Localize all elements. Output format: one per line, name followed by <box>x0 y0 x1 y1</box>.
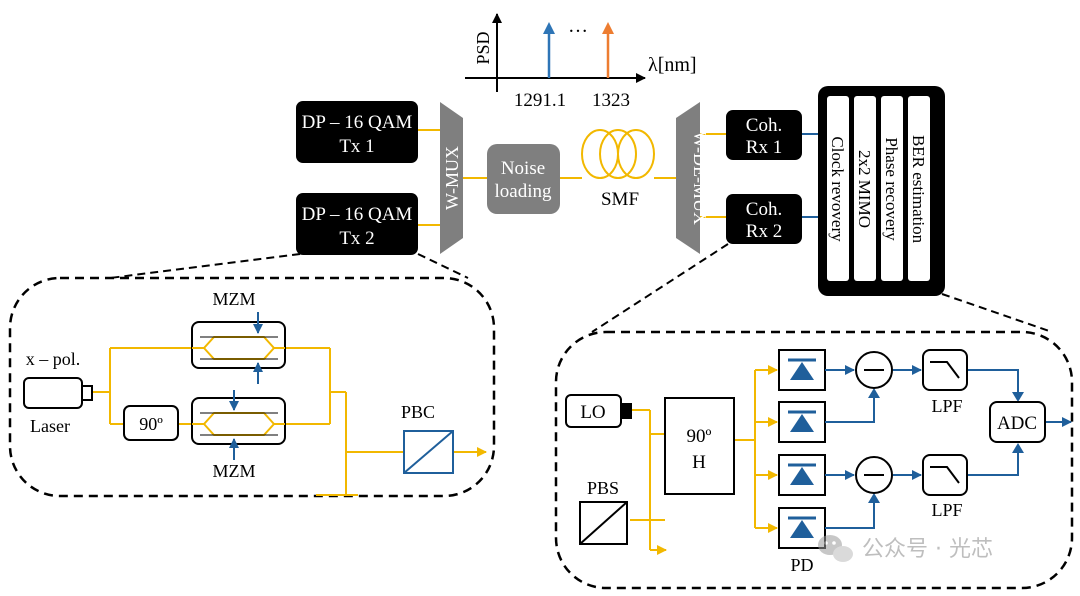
mzm-bottom-label: MZM <box>212 461 255 481</box>
tx2-line2: Tx 2 <box>339 228 374 249</box>
pbc-icon <box>403 430 454 474</box>
laser-label: Laser <box>30 416 70 436</box>
lpf-bottom <box>922 454 968 496</box>
smf-label: SMF <box>601 189 639 210</box>
rx1-line2: Rx 1 <box>746 137 782 158</box>
lo-icon <box>565 394 632 428</box>
dsp-column-mimo <box>854 96 876 281</box>
pol-label: x – pol. <box>26 349 81 369</box>
watermark: 公众号 · 光芯 <box>818 535 993 562</box>
lpf-top-label: LPF <box>931 396 962 416</box>
watermark-text: 公众号 · 光芯 <box>862 537 993 562</box>
wdemux-label: W-DE-MUX <box>690 131 710 225</box>
dsp-column-phase <box>881 96 903 281</box>
pbs-label: PBS <box>587 478 619 498</box>
adc-label: ADC <box>997 413 1037 434</box>
mzm-bottom <box>191 397 286 445</box>
photodiode-2 <box>778 401 826 443</box>
dsp-ber-label: BER estimation <box>909 135 928 244</box>
zoom-connectors <box>109 243 1053 333</box>
wmux-label: W-MUX <box>442 146 462 210</box>
tx2-block: DP – 16 QAM Tx 2 <box>296 193 418 255</box>
noise-loading-block: Noise loading <box>487 144 560 214</box>
tx-optical-paths <box>92 347 487 496</box>
dsp-mimo-label: 2x2 MIMO <box>855 150 874 228</box>
tick-label-1323: 1323 <box>592 90 630 111</box>
lo-label: LO <box>580 402 605 423</box>
tx1-line2: Tx 1 <box>339 136 374 157</box>
subtractor-bottom <box>855 456 893 494</box>
spectrum-inset: PSD λ[nm] … 1291.1 1323 <box>465 13 697 111</box>
hybrid-box <box>664 397 735 495</box>
hybrid-line2: H <box>692 452 706 473</box>
lpf-bottom-label: LPF <box>931 500 962 520</box>
dsp-column-clock <box>827 96 849 281</box>
dsp-column-ber <box>908 96 930 281</box>
dsp-block: Clock revovery 2x2 MIMO Phase recovery B… <box>818 86 945 296</box>
rx2-block: Coh. Rx 2 <box>726 194 802 244</box>
dsp-clock-label: Clock revovery <box>828 136 847 242</box>
hybrid-line1: 90º <box>687 426 712 447</box>
tick-label-1291: 1291.1 <box>514 90 566 111</box>
phase-shifter-box <box>123 405 179 441</box>
pd-label: PD <box>790 555 813 575</box>
wdemux-block: W-DE-MUX <box>676 102 710 254</box>
spectrum-y-label: PSD <box>473 31 493 64</box>
subtractor-top <box>855 351 893 389</box>
rx2-line2: Rx 2 <box>746 221 782 242</box>
wmux-block: W-MUX <box>440 102 463 254</box>
pbs-icon <box>579 501 628 545</box>
mzm-top-label: MZM <box>212 289 255 309</box>
tx-detail-panel: MZM MZM x – pol. Laser 90º PBC <box>8 276 496 498</box>
optical-link <box>418 129 726 226</box>
rx2-line1: Coh. <box>746 199 782 220</box>
photodiode-3 <box>778 454 826 496</box>
tx2-line1: DP – 16 QAM <box>302 204 413 225</box>
rx1-block: Coh. Rx 1 <box>726 110 802 160</box>
phase-shifter-label: 90º <box>139 414 163 434</box>
spectrum-ellipsis: … <box>568 15 588 37</box>
noise-line1: Noise <box>501 158 545 179</box>
channel-arrow-1323 <box>602 22 614 34</box>
channel-arrow-1291 <box>543 22 555 34</box>
photodiode-1 <box>778 349 826 391</box>
tx1-block: DP – 16 QAM Tx 1 <box>296 101 418 163</box>
wechat-icon <box>818 535 853 562</box>
electrical-link <box>802 133 818 218</box>
laser-icon <box>23 377 93 409</box>
smf-coil-icon <box>581 129 655 179</box>
rx-detail-panel: LO PBS 90º H <box>554 330 1074 590</box>
pbc-label: PBC <box>401 402 435 422</box>
adc-box <box>989 401 1046 443</box>
tx1-line1: DP – 16 QAM <box>302 112 413 133</box>
photodiode-4 <box>778 507 826 549</box>
rx1-line1: Coh. <box>746 115 782 136</box>
spectrum-x-label: λ[nm] <box>648 54 697 76</box>
lpf-top <box>922 349 968 391</box>
mzm-top <box>191 321 286 369</box>
dsp-phase-label: Phase recovery <box>882 137 901 241</box>
noise-line2: loading <box>495 181 552 202</box>
rx-optical-paths <box>630 365 778 555</box>
rx-electrical-paths <box>825 365 1072 529</box>
